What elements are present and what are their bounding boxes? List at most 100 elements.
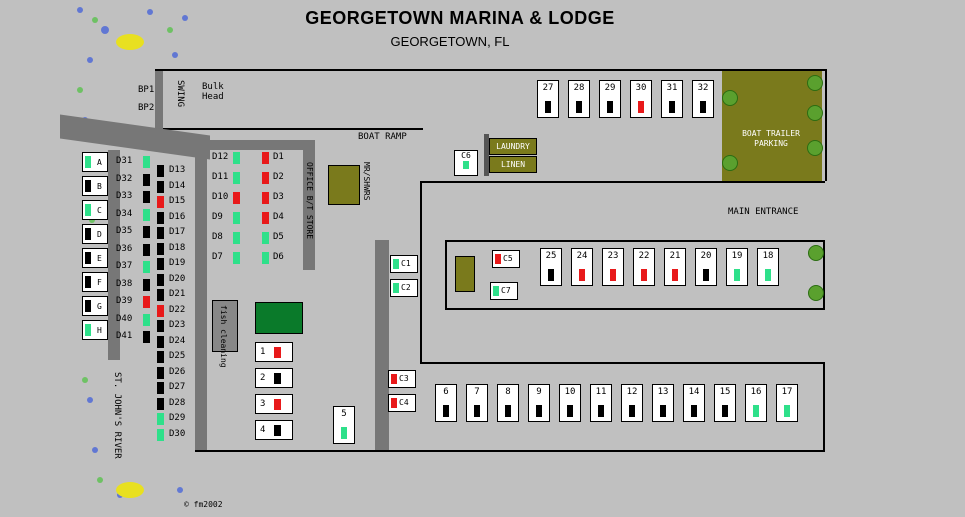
slip-9[interactable]: 9 <box>528 384 550 422</box>
slip-18[interactable]: 18 <box>757 248 779 286</box>
slip-status-marker <box>700 101 706 113</box>
slip-2[interactable]: 2 <box>255 368 293 388</box>
slip-d18-marker[interactable] <box>157 242 164 255</box>
slip-d41-marker[interactable] <box>143 331 150 343</box>
slip-status-marker <box>493 286 499 296</box>
slip-d25-marker[interactable] <box>157 351 164 363</box>
slip-d1-marker[interactable] <box>262 152 269 164</box>
slip-d2-label: D2 <box>273 172 284 182</box>
slip-d22-marker[interactable] <box>157 304 164 317</box>
slip-5[interactable]: 5 <box>333 406 355 444</box>
slip-d4-marker[interactable] <box>262 212 269 224</box>
slip-d15-marker[interactable] <box>157 196 164 208</box>
slip-d39-marker[interactable] <box>143 296 150 308</box>
slip-13[interactable]: 13 <box>652 384 674 422</box>
slip-d14-label: D14 <box>169 180 186 191</box>
slip-22[interactable]: 22 <box>633 248 655 286</box>
slip-15[interactable]: 15 <box>714 384 736 422</box>
slip-d14-marker[interactable] <box>157 180 164 193</box>
slip-d9-marker[interactable] <box>233 212 240 224</box>
slip-d35-marker[interactable] <box>143 226 150 238</box>
slip-14[interactable]: 14 <box>683 384 705 422</box>
slip-d31-marker[interactable] <box>143 156 150 168</box>
slip-25[interactable]: 25 <box>540 248 562 286</box>
slip-d10-marker[interactable] <box>233 192 240 204</box>
slip-3[interactable]: 3 <box>255 394 293 414</box>
slip-d21-marker[interactable] <box>157 289 164 301</box>
slip-number: C4 <box>399 398 409 407</box>
slip-status-marker <box>274 425 281 436</box>
slip-d36-marker[interactable] <box>143 243 150 256</box>
boat-trailer-parking[interactable]: BOAT TRAILER PARKING <box>722 71 822 181</box>
slip-c1[interactable]: C1 <box>390 255 418 273</box>
slip-1[interactable]: 1 <box>255 342 293 362</box>
slip-d[interactable]: D <box>82 224 108 244</box>
slip-f[interactable]: F <box>82 272 108 292</box>
slip-d13-marker[interactable] <box>157 165 164 177</box>
slip-g[interactable]: G <box>82 296 108 316</box>
slip-29[interactable]: 29 <box>599 80 621 118</box>
slip-status-marker <box>607 101 613 113</box>
slip-d30-marker[interactable] <box>157 428 164 441</box>
tree-icon <box>807 140 823 156</box>
slip-c6[interactable]: C6 <box>454 150 478 176</box>
slip-d38-marker[interactable] <box>143 278 150 291</box>
slip-28[interactable]: 28 <box>568 80 590 118</box>
slip-c2[interactable]: C2 <box>390 279 418 297</box>
slip-d29-marker[interactable] <box>157 413 164 425</box>
slip-d7-marker[interactable] <box>233 252 240 264</box>
slip-30[interactable]: 30 <box>630 80 652 118</box>
slip-status-marker <box>598 405 604 417</box>
slip-20[interactable]: 20 <box>695 248 717 286</box>
slip-c4[interactable]: C4 <box>388 394 416 412</box>
slip-16[interactable]: 16 <box>745 384 767 422</box>
slip-d23-marker[interactable] <box>157 320 164 332</box>
slip-8[interactable]: 8 <box>497 384 519 422</box>
slip-24[interactable]: 24 <box>571 248 593 286</box>
slip-d19-marker[interactable] <box>157 258 164 270</box>
slip-d17-marker[interactable] <box>157 227 164 239</box>
slip-c7[interactable]: C7 <box>490 282 518 300</box>
slip-7[interactable]: 7 <box>466 384 488 422</box>
slip-d16-marker[interactable] <box>157 211 164 224</box>
slip-d24-marker[interactable] <box>157 335 164 348</box>
slip-12[interactable]: 12 <box>621 384 643 422</box>
slip-d5-marker[interactable] <box>262 232 269 244</box>
slip-b[interactable]: B <box>82 176 108 196</box>
slip-status-marker <box>391 374 397 384</box>
slip-c3[interactable]: C3 <box>388 370 416 388</box>
slip-d2-marker[interactable] <box>262 172 269 184</box>
slip-d40-marker[interactable] <box>143 313 150 326</box>
slip-21[interactable]: 21 <box>664 248 686 286</box>
slip-d33-marker[interactable] <box>143 191 150 203</box>
slip-c5[interactable]: C5 <box>492 250 520 268</box>
slip-17[interactable]: 17 <box>776 384 798 422</box>
slip-d8-marker[interactable] <box>233 232 240 244</box>
slip-d6-marker[interactable] <box>262 252 269 264</box>
slip-d27-marker[interactable] <box>157 382 164 394</box>
slip-4[interactable]: 4 <box>255 420 293 440</box>
slip-d11-marker[interactable] <box>233 172 240 184</box>
slip-23[interactable]: 23 <box>602 248 624 286</box>
laundry-wall <box>484 134 489 176</box>
slip-d32-marker[interactable] <box>143 173 150 186</box>
slip-status-marker <box>641 269 647 281</box>
slip-27[interactable]: 27 <box>537 80 559 118</box>
slip-10[interactable]: 10 <box>559 384 581 422</box>
slip-e[interactable]: E <box>82 248 108 268</box>
slip-c[interactable]: C <box>82 200 108 220</box>
slip-d26-marker[interactable] <box>157 366 164 379</box>
slip-31[interactable]: 31 <box>661 80 683 118</box>
slip-a[interactable]: A <box>82 152 108 172</box>
slip-19[interactable]: 19 <box>726 248 748 286</box>
slip-h[interactable]: H <box>82 320 108 340</box>
slip-11[interactable]: 11 <box>590 384 612 422</box>
slip-d12-marker[interactable] <box>233 152 240 164</box>
slip-d20-marker[interactable] <box>157 273 164 286</box>
slip-6[interactable]: 6 <box>435 384 457 422</box>
slip-d34-marker[interactable] <box>143 208 150 221</box>
slip-d37-marker[interactable] <box>143 261 150 273</box>
slip-32[interactable]: 32 <box>692 80 714 118</box>
slip-d28-marker[interactable] <box>157 397 164 410</box>
slip-d3-marker[interactable] <box>262 192 269 204</box>
